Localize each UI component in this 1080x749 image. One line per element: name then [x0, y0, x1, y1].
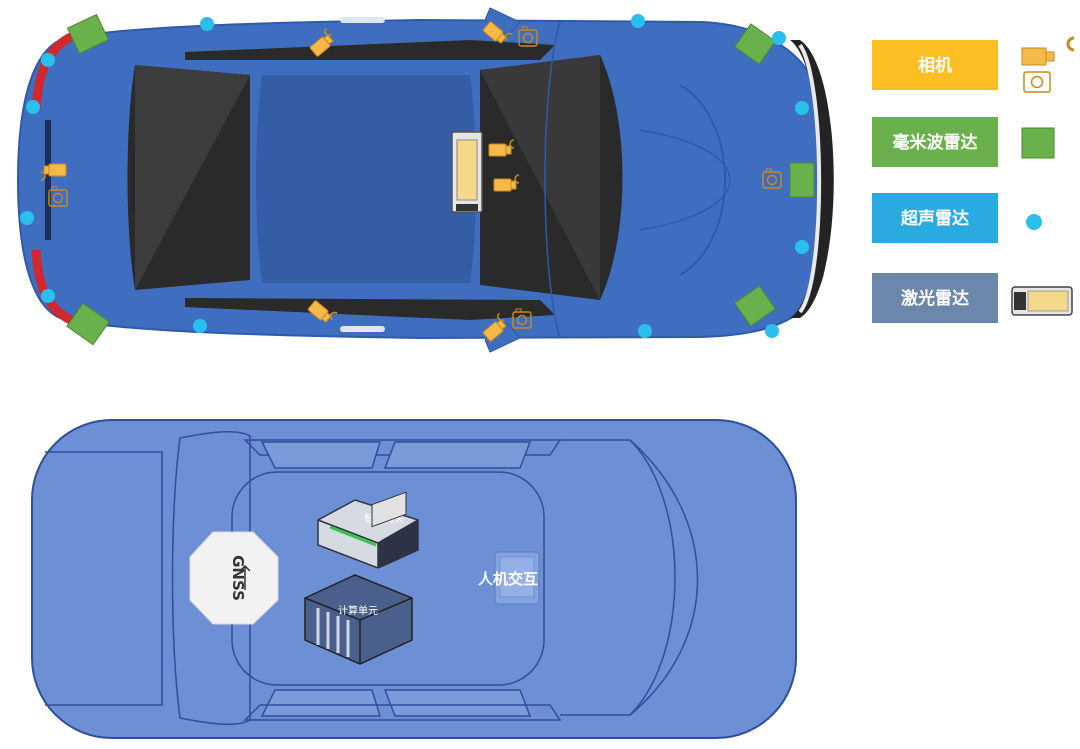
camera-icon: [1021, 36, 1075, 93]
legend-label-mmwave: 毫米波雷达: [893, 132, 978, 153]
compute-label: 计算单元: [338, 604, 378, 617]
mmwave-radar-front: [789, 162, 815, 198]
hmi-unit: 人机交互: [478, 551, 540, 605]
top-car: [16, 7, 834, 353]
ultrasonic-sensors: [20, 14, 809, 338]
legend-label-camera: 相机: [918, 55, 952, 76]
gnss-unit: GNSS: [189, 531, 279, 625]
roof-lidar: [451, 131, 483, 213]
mmwave-radar-rear-right: [66, 302, 110, 346]
mmwave-radar-icon: [1021, 127, 1055, 159]
gnss-label: GNSS: [229, 555, 247, 601]
hmi-label: 人机交互: [478, 570, 538, 588]
lidar-icon: [1011, 286, 1073, 316]
legend-item-mmwave: 毫米波雷达: [872, 117, 1055, 167]
legend-item-camera: 相机: [872, 36, 1075, 93]
legend-item-lidar: 激光雷达: [872, 273, 1073, 323]
legend-label-ultrasonic: 超声雷达: [901, 208, 969, 229]
mmwave-radar-front-right: [733, 285, 777, 327]
mmwave-radar-front-left: [733, 23, 777, 65]
cabin-outline: [31, 419, 797, 739]
compute-unit: 计算单元: [304, 491, 413, 665]
mmwave-radar-rear-left: [66, 13, 110, 55]
ultrasonic-dot-icon: [1026, 214, 1042, 230]
legend-item-ultrasonic: 超声雷达: [872, 193, 1042, 243]
legend-label-lidar: 激光雷达: [901, 288, 969, 309]
roof: [256, 75, 476, 283]
legend: 相机 毫米波雷达 超声雷达 激光雷达: [872, 36, 1075, 323]
bottom-car: GNSS 智能网关 计算单元 人机交互: [31, 419, 797, 739]
